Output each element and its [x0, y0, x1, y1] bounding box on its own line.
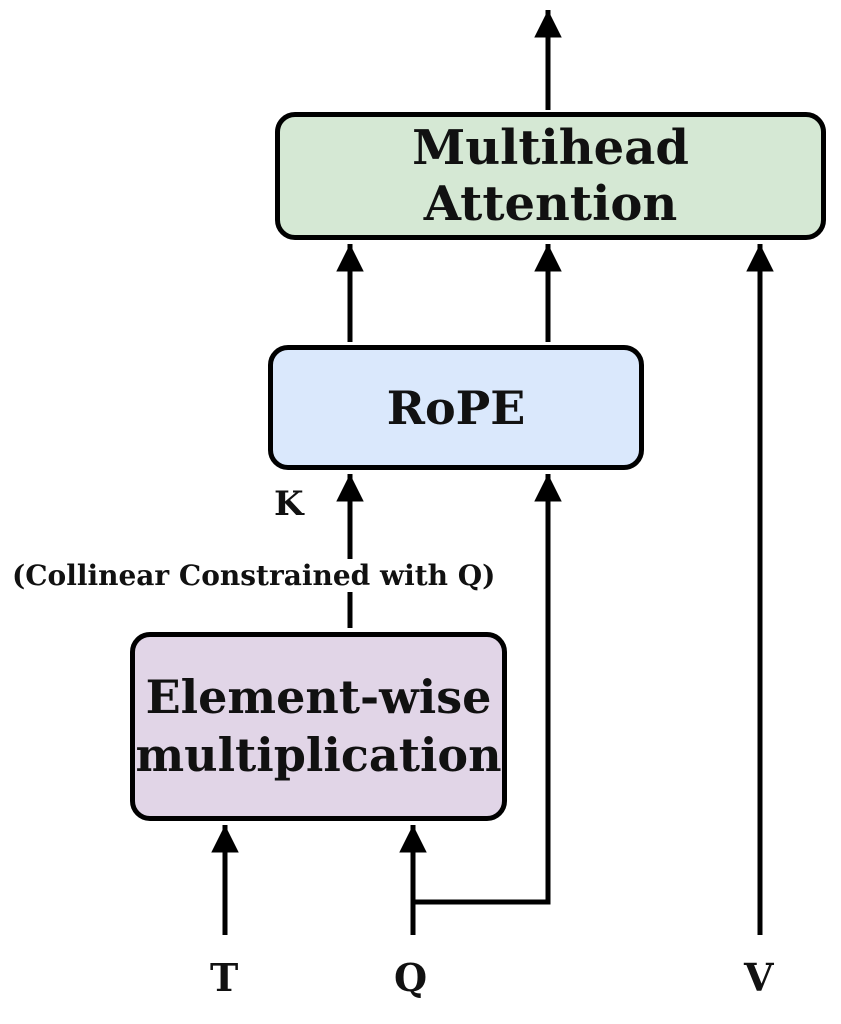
elementwise-multiplication-box: Element-wise multiplication: [130, 632, 507, 821]
input-label-q: Q: [394, 955, 428, 1000]
edge-q-to-rope: [413, 474, 562, 905]
rope-box: RoPE: [268, 345, 644, 470]
multihead-attention-label: Multihead Attention: [412, 120, 689, 232]
elementwise-label-line1: Element-wise: [145, 670, 492, 724]
input-label-v: V: [744, 955, 774, 1000]
key-label: K: [274, 484, 304, 524]
rope-label: RoPE: [386, 380, 526, 435]
input-label-t: T: [210, 955, 239, 1000]
multihead-attention-box: Multihead Attention: [275, 112, 826, 240]
elementwise-label-line2: multiplication: [135, 727, 502, 782]
constraint-annotation: (Collinear Constrained with Q): [10, 559, 498, 592]
